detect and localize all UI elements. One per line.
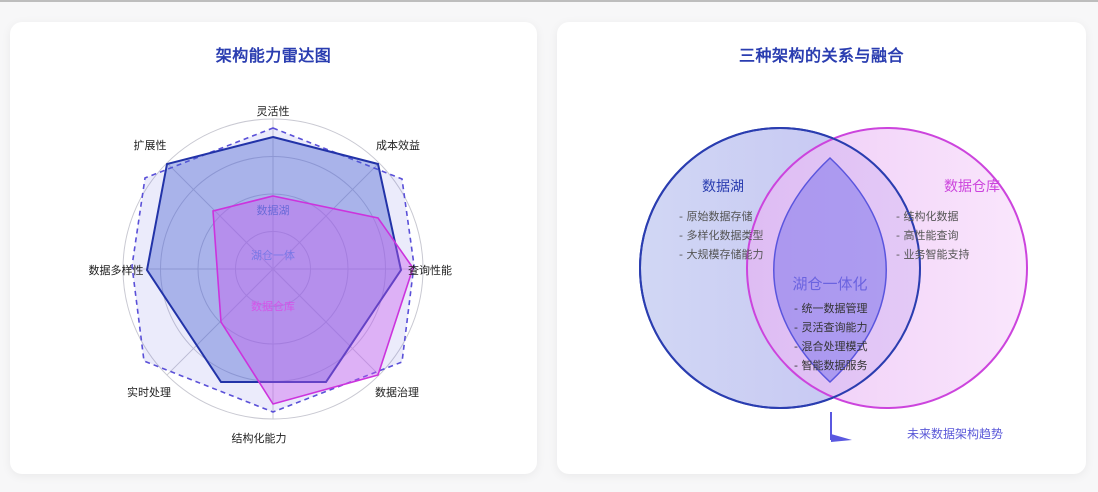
radar-axis-label: 成本效益 xyxy=(376,138,420,152)
series-lakehouse-polygon xyxy=(131,127,415,413)
venn-lakehouse-item: - 灵活查询能力 xyxy=(794,320,867,334)
venn-data-lake-item: - 原始数据存储 xyxy=(679,209,752,223)
venn-lakehouse-title: 湖仓一体化 xyxy=(792,275,867,293)
radar-axis-label: 实时处理 xyxy=(127,385,171,399)
venn-data-warehouse-item: - 结构化数据 xyxy=(896,209,958,223)
venn-diagram-title: 三种架构的关系与融合 xyxy=(738,46,904,65)
radar-axis-label: 结构化能力 xyxy=(232,431,287,445)
radar-axis-label: 查询性能 xyxy=(408,263,452,277)
radar-axis-line xyxy=(272,162,380,270)
radar-axis-line xyxy=(166,268,274,376)
venn-lakehouse-item: - 混合处理模式 xyxy=(794,339,867,353)
trend-annotation: 未来数据架构趋势 xyxy=(907,426,1003,441)
radar-axis-label: 灵活性 xyxy=(257,104,290,118)
venn-lakehouse-item: - 统一数据管理 xyxy=(794,301,867,315)
venn-data-warehouse-item: - 业务智能支持 xyxy=(896,247,969,261)
venn-diagram: 数据湖 - 原始数据存储 - 多样化数据类型 - 大规模存储能力 数据仓库 - 结构化数据… xyxy=(639,127,1028,442)
top-border xyxy=(0,0,1098,2)
venn-data-warehouse-item: - 高性能查询 xyxy=(896,228,958,242)
venn-lakehouse-item: - 智能数据服务 xyxy=(794,358,867,372)
radar-series-label: 湖仓一体 xyxy=(251,248,295,262)
venn-data-lake-item: - 多样化数据类型 xyxy=(679,228,763,242)
radar-series-label: 数据湖 xyxy=(257,203,290,217)
series-data-warehouse-polygon xyxy=(212,195,414,405)
series-data-lake-polygon xyxy=(145,135,403,383)
radar-axis-label: 数据治理 xyxy=(375,385,419,399)
venn-lakehouse-lens xyxy=(773,156,887,384)
venn-diagram-card: 三种架构的关系与融合 数据湖 - 原始数据存储 - 多样化数据类型 - 大规模存储能力… xyxy=(557,22,1086,474)
venn-data-warehouse-title: 数据仓库 xyxy=(944,179,1000,195)
venn-data-lake-title: 数据湖 xyxy=(702,179,744,195)
radar-chart-card: 架构能力雷达图 灵活性成本效益查询性能数据治理结构化能力 实时处理 数据多样性 扩展性… xyxy=(10,22,537,474)
trend-arrow-head-icon xyxy=(831,434,852,442)
radar-axis-line xyxy=(166,162,274,270)
venn-data-lake-outline xyxy=(639,127,921,409)
radar-series-label: 数据仓库 xyxy=(251,299,295,313)
radar-axis-line xyxy=(272,268,380,376)
radar-chart-title: 架构能力雷达图 xyxy=(215,46,332,65)
radar-axis-label: 数据多样性 xyxy=(89,263,144,277)
radar-axis-label: 扩展性 xyxy=(134,138,167,152)
venn-data-lake-item: - 大规模存储能力 xyxy=(679,247,763,261)
